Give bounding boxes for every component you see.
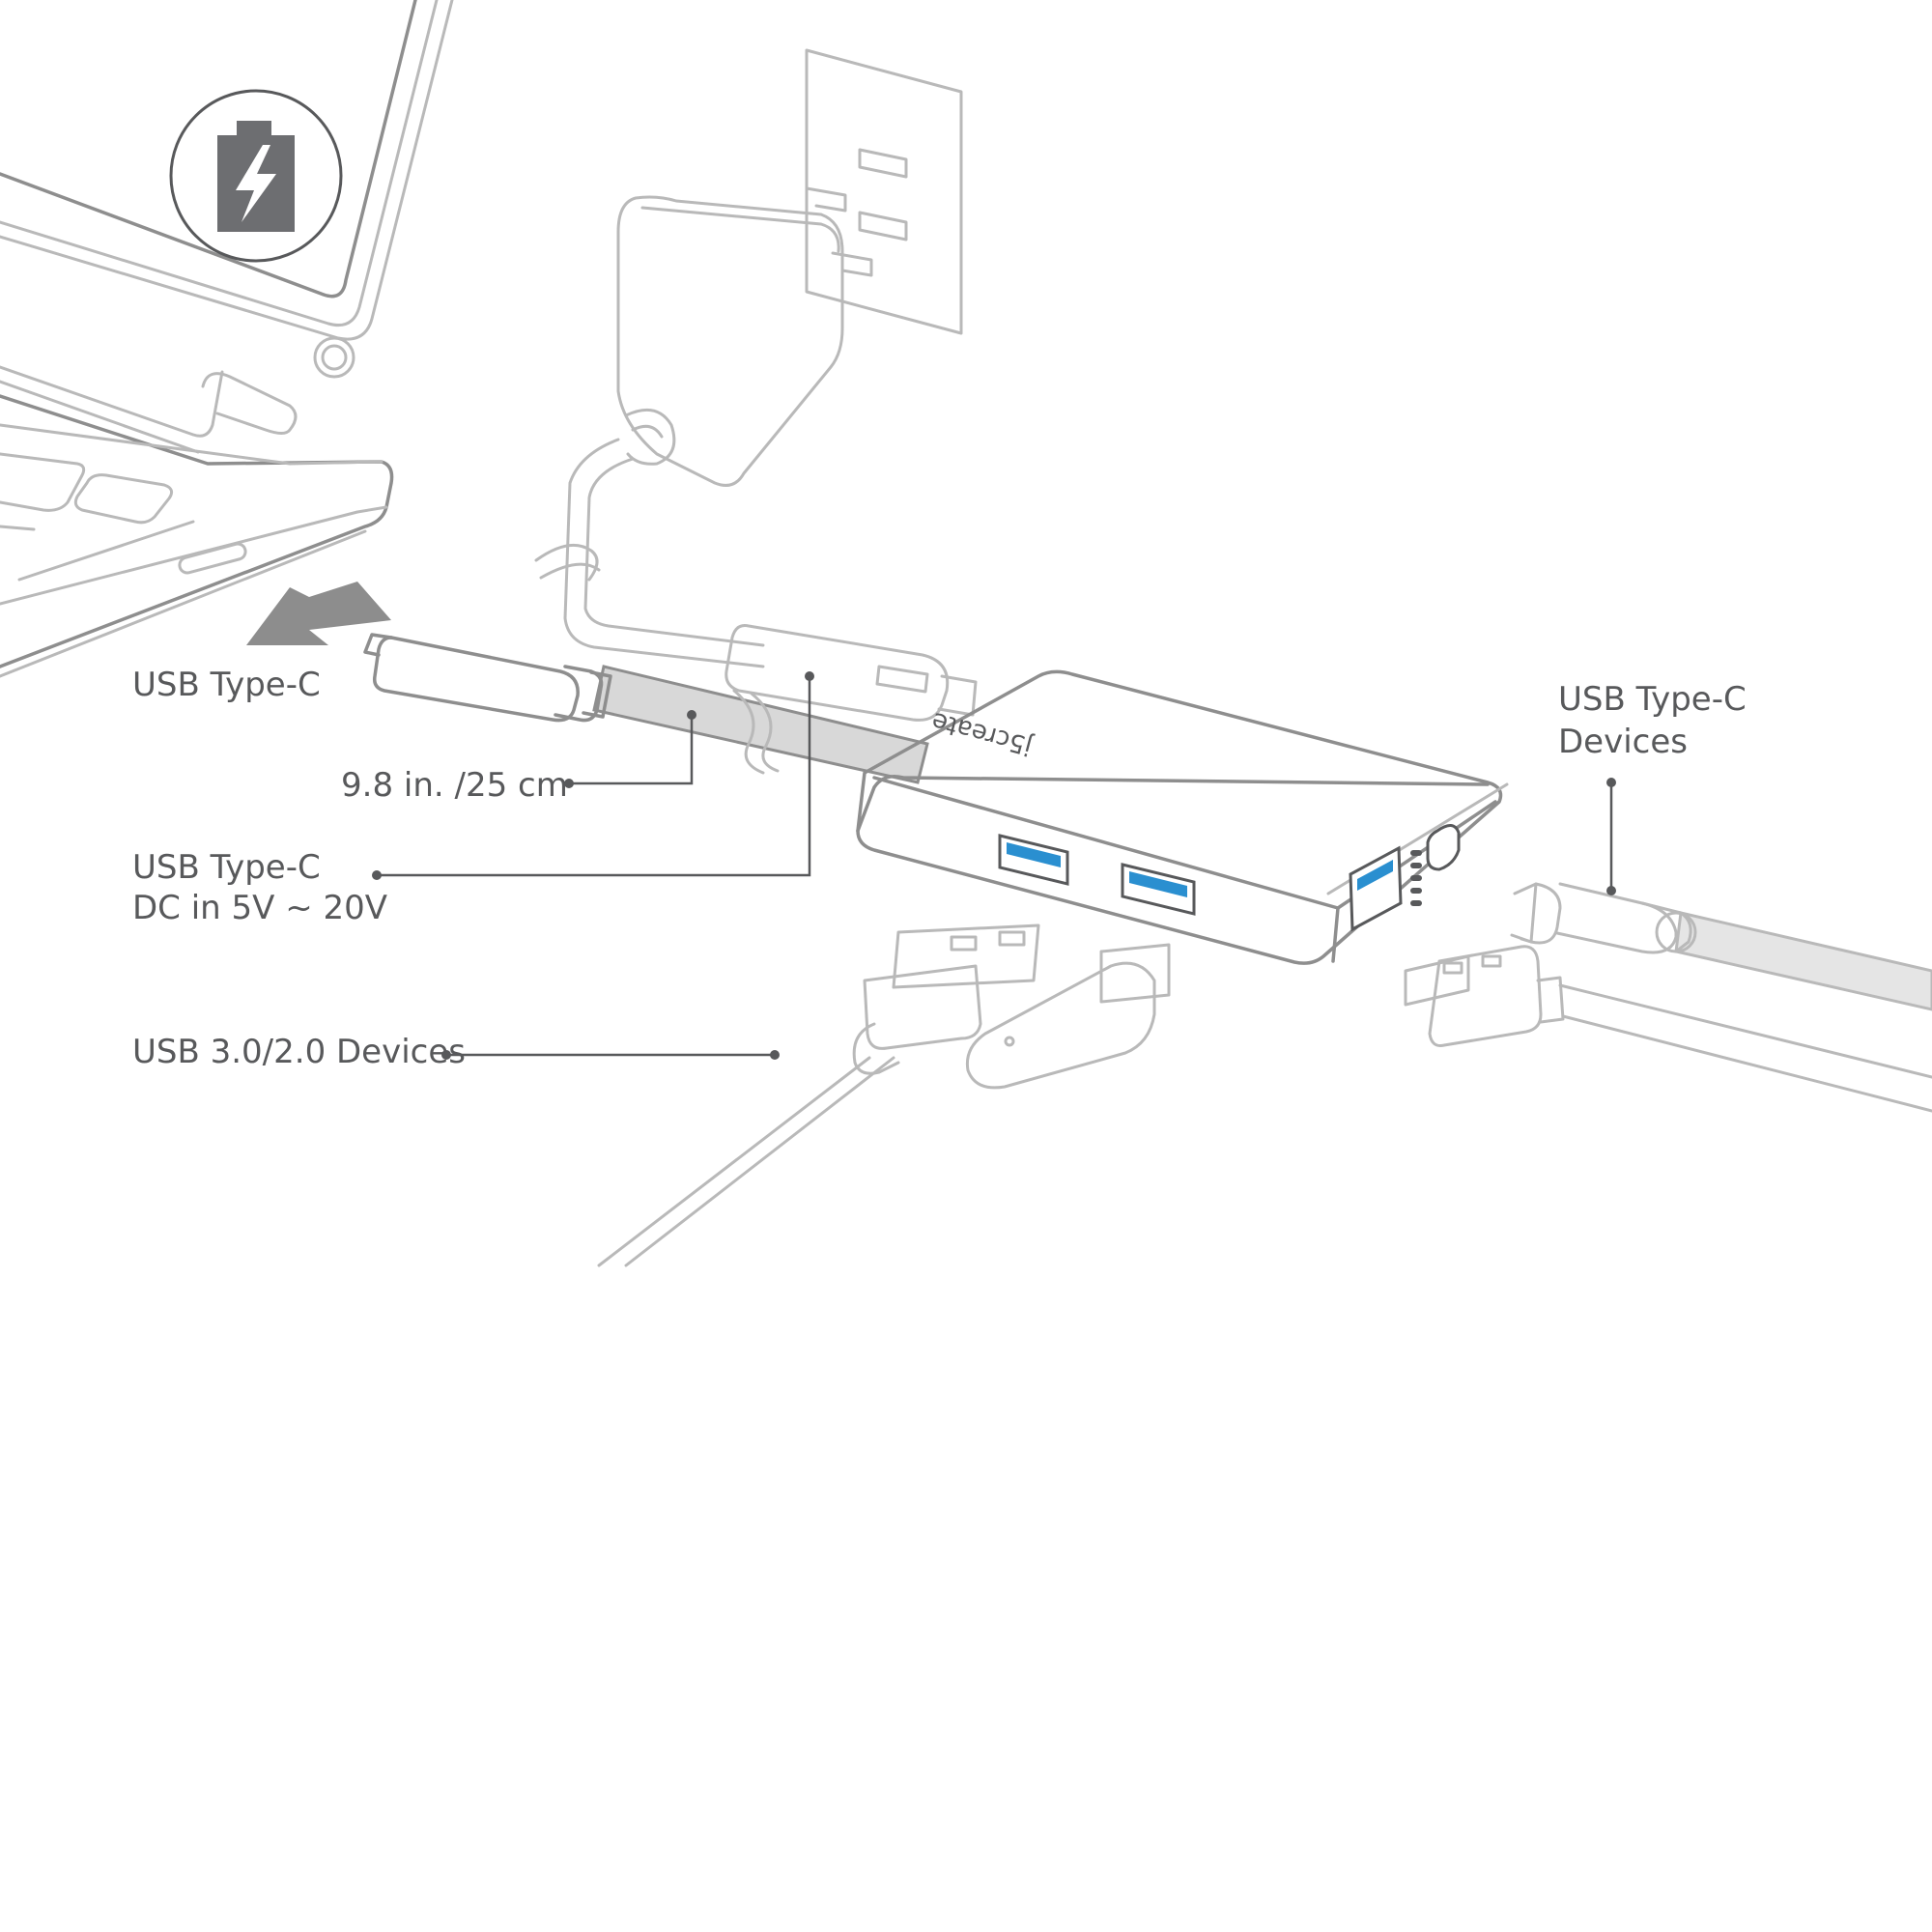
callout-cable-length: 9.8 in. /25 cm: [341, 766, 568, 805]
wall-outlet: [805, 48, 963, 335]
arrow-left-icon: [246, 582, 391, 645]
callout-dc-input-line2: DC in 5V ~ 20V: [132, 889, 388, 927]
callout-usb-devices: USB 3.0/2.0 Devices: [132, 1033, 466, 1071]
usb-a-plug: [597, 923, 1040, 1267]
usb-hub: j5create: [856, 669, 1509, 965]
usb-a-port-2[interactable]: [1121, 863, 1196, 916]
status-dots: [1410, 850, 1422, 906]
callout-usb-type-c-input: USB Type-C: [132, 666, 321, 704]
dc-input-plug: [724, 624, 978, 722]
hub-cable: [363, 633, 929, 784]
brand-logo: j5create: [928, 706, 1036, 761]
power-adapter: [534, 186, 873, 668]
flash-drive: [965, 943, 1171, 1090]
usb-a-device-plug: [1404, 945, 1932, 1113]
battery-charging-icon: [169, 89, 343, 263]
usb-a-port-1[interactable]: [998, 834, 1069, 886]
usb-c-port-side[interactable]: [1426, 824, 1461, 871]
callout-typec-devices-line1: USB Type-C: [1558, 680, 1747, 719]
callout-typec-devices-line2: Devices: [1558, 723, 1688, 761]
usb-c-device-plug: [1510, 882, 1932, 1011]
laptop: [0, 0, 454, 678]
usb-a-port-side[interactable]: [1349, 845, 1403, 932]
callout-dc-input-line1: USB Type-C: [132, 848, 321, 887]
callout-leaders: [372, 671, 1616, 1060]
